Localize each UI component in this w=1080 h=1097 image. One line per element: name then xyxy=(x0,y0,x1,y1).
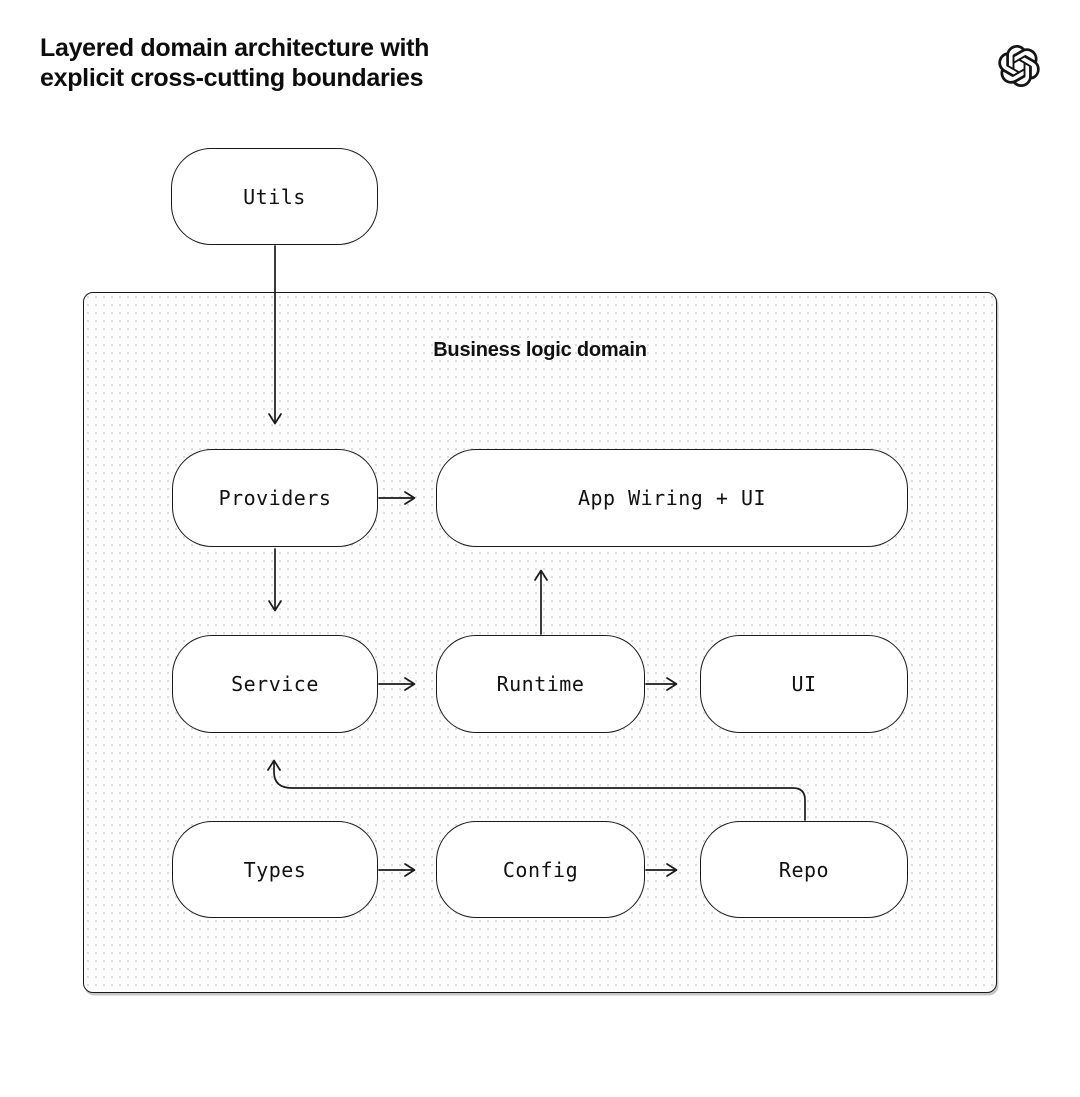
node-app-wiring-ui-label: App Wiring + UI xyxy=(577,486,767,510)
node-runtime: Runtime xyxy=(436,635,645,733)
node-ui: UI xyxy=(700,635,908,733)
page-title-line2: explicit cross-cutting boundaries xyxy=(40,64,424,92)
node-providers-label: Providers xyxy=(218,486,332,510)
node-service: Service xyxy=(172,635,378,733)
node-repo-label: Repo xyxy=(778,857,830,882)
node-service-label: Service xyxy=(231,672,319,696)
page-title-line1: Layered domain architecture with xyxy=(40,34,430,62)
domain-label: Business logic domain xyxy=(433,339,647,361)
node-app-wiring-ui: App Wiring + UI xyxy=(436,449,908,547)
node-ui-label: UI xyxy=(791,672,817,696)
openai-logo-icon xyxy=(998,45,1040,88)
node-providers: Providers xyxy=(172,449,378,547)
node-types-label: Types xyxy=(243,857,307,882)
node-types: Types xyxy=(172,821,378,918)
node-repo: Repo xyxy=(700,821,908,918)
node-config-label: Config xyxy=(502,857,579,882)
node-config: Config xyxy=(436,821,645,918)
node-runtime-label: Runtime xyxy=(496,672,585,696)
node-utils-label: Utils xyxy=(243,184,306,209)
node-utils: Utils xyxy=(171,148,378,245)
